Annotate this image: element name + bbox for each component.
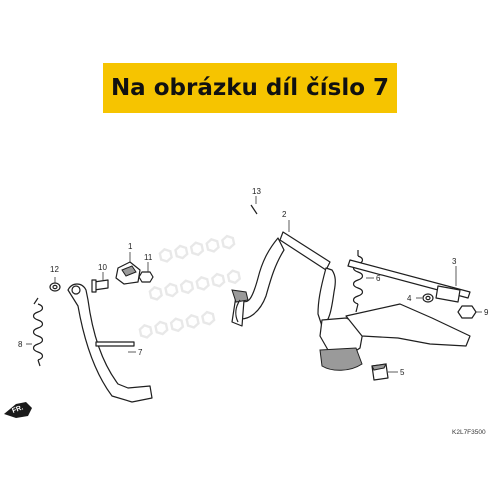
part-2-main-stand: [231, 220, 471, 371]
callout-9: 9: [484, 308, 489, 317]
callout-12: 12: [50, 265, 59, 274]
callout-labels: 1 2 3 4 5 6 7 8 9 10 11 12 13: [18, 187, 489, 377]
part-13-pin: [250, 196, 258, 215]
callout-8: 8: [18, 340, 23, 349]
part-6-spring: [352, 250, 374, 313]
part-3-shaft: [347, 259, 471, 303]
part-number-banner: Na obrázku díl číslo 7: [103, 63, 397, 113]
part-12-bolt: [49, 277, 61, 292]
callout-7: 7: [138, 348, 143, 357]
callout-3: 3: [452, 257, 457, 266]
svg-text:⬡⬡⬡⬡⬡: ⬡⬡⬡⬡⬡: [137, 309, 219, 342]
banner-text: Na obrázku díl číslo 7: [110, 75, 390, 101]
callout-1: 1: [128, 242, 133, 251]
part-5-stopper: [371, 363, 398, 381]
callout-5: 5: [400, 368, 405, 377]
front-direction-marker: FR.: [4, 402, 32, 418]
part-11-nut: [138, 262, 154, 283]
part-10-bolt: [91, 272, 109, 293]
part-8-spring: [26, 297, 44, 367]
callout-13: 13: [252, 187, 261, 196]
part-7-side-stand: [67, 283, 153, 403]
diagram-code: K2L7F3500: [452, 429, 486, 436]
callout-2: 2: [282, 210, 287, 219]
svg-text:⬡⬡⬡⬡⬡: ⬡⬡⬡⬡⬡: [157, 233, 239, 266]
part-4-washer: [416, 293, 434, 303]
fr-label: FR.: [11, 404, 24, 414]
watermark: ⬡⬡⬡⬡⬡ ⬡⬡⬡⬡⬡⬡ ⬡⬡⬡⬡⬡: [137, 232, 245, 342]
part-9-nut: [457, 305, 482, 319]
part-1-switch: [115, 252, 141, 285]
callout-10: 10: [98, 263, 107, 272]
callout-11: 11: [144, 253, 153, 262]
callout-4: 4: [407, 294, 412, 303]
callout-6: 6: [376, 274, 381, 283]
svg-text:⬡⬡⬡⬡⬡⬡: ⬡⬡⬡⬡⬡⬡: [147, 267, 244, 304]
